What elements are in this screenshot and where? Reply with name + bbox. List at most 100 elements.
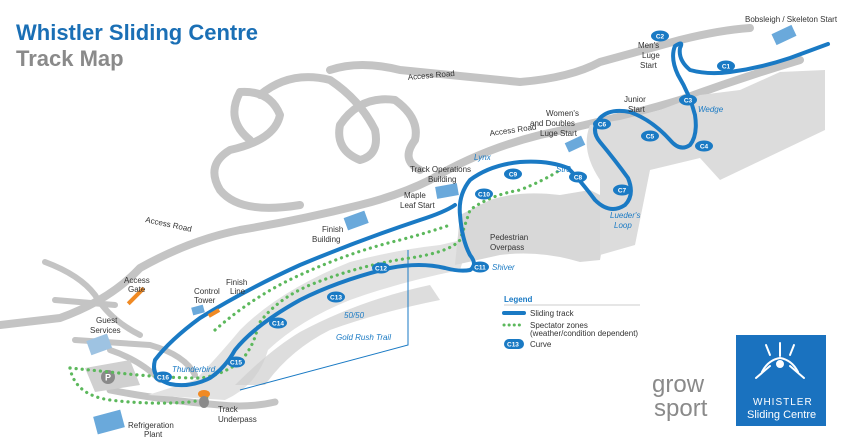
bobsleigh-start-building — [771, 24, 797, 46]
womens-start-building — [564, 135, 586, 153]
curve-badge-label: C8 — [574, 174, 583, 181]
label-control-1: Control — [194, 287, 220, 296]
curve-badge-c13 — [327, 291, 345, 303]
label-bobsleigh-start: Bobsleigh / Skeleton Start — [745, 15, 838, 24]
curve-badge-label: C1 — [722, 63, 731, 70]
label-junior-1: Junior — [624, 95, 646, 104]
spectator-zone-inner — [213, 223, 452, 332]
label-mens-luge-3: Start — [640, 61, 658, 70]
curve-name-str8: Str8 — [556, 165, 571, 174]
label-access-road-top: Access Road — [407, 69, 455, 82]
label-pedestrian-1: Pedestrian — [490, 233, 528, 242]
access-road-switchbacks — [210, 73, 424, 212]
label-womens-3: Luge Start — [540, 129, 578, 138]
curve-badge-label: C15 — [230, 359, 242, 366]
label-refrig-1: Refrigeration — [128, 421, 174, 430]
label-womens-2: and Doubles — [530, 119, 575, 128]
curve-badge-c9 — [504, 168, 522, 180]
curve-names: Wedge Lynx Str8 Lueder's Loop Shiver 50/… — [172, 105, 724, 374]
label-finish-line-2: Line — [230, 287, 246, 296]
track-operations-building — [435, 183, 459, 199]
map-title: Whistler Sliding Centre — [16, 20, 258, 45]
legend-spectator-label-1: Spectator zones — [530, 321, 588, 330]
access-road — [0, 56, 804, 329]
curve-badge-c8 — [569, 171, 587, 183]
label-access-gate-1: Access — [124, 276, 150, 285]
label-finish-building-2: Building — [312, 235, 340, 244]
curve-badge-c6 — [593, 118, 611, 130]
label-pedestrian-2: Overpass — [490, 243, 524, 252]
buildings — [86, 24, 797, 435]
whistler-sliding-centre-logo: WHISTLER Sliding Centre — [736, 335, 826, 426]
growsport-logo: grow sport — [652, 371, 708, 422]
legend-curve-label: Curve — [530, 340, 552, 349]
track-slab-shadow — [235, 285, 440, 385]
access-road-left — [42, 259, 198, 383]
curve-badge-c7 — [613, 184, 631, 196]
access-road-upper — [326, 24, 754, 86]
map-subtitle: Track Map — [16, 46, 124, 71]
curve-badge-c11 — [471, 261, 489, 273]
legend-curve-badge-text: C13 — [507, 342, 519, 349]
label-track-ops-2: Building — [428, 175, 456, 184]
curve-badge-label: C16 — [157, 374, 169, 381]
curve-badge-label: C9 — [509, 171, 518, 178]
curve-badge-label: C3 — [684, 97, 693, 104]
whistler-logo-word: WHISTLER — [753, 397, 813, 408]
parking-label: P — [105, 373, 111, 383]
label-guest-1: Guest — [96, 316, 118, 325]
curve-name-lynx: Lynx — [474, 153, 492, 162]
curve-badge-c2 — [651, 30, 669, 42]
label-maple-2: Leaf Start — [400, 201, 435, 210]
growsport-grow: grow — [652, 371, 705, 398]
curve-badge-c1 — [717, 60, 735, 72]
curve-badge-label: C6 — [598, 121, 607, 128]
curve-name-lueders-1: Lueder's — [610, 211, 640, 220]
legend-curve-badge — [504, 339, 524, 349]
label-finish-line-1: Finish — [226, 278, 247, 287]
curve-badge-c14 — [269, 317, 287, 329]
access-gate-marker — [126, 286, 146, 306]
curve-name-gold-rush: Gold Rush Trail — [336, 333, 391, 342]
label-track-underpass-1: Track — [218, 405, 239, 414]
legend-title: Legend — [504, 295, 533, 304]
label-mens-luge-2: Luge — [642, 51, 660, 60]
curve-name-shiver: Shiver — [492, 263, 515, 272]
label-guest-2: Services — [90, 326, 121, 335]
guest-services-building — [86, 333, 113, 356]
growsport-sport: sport — [654, 395, 708, 422]
curve-badge-label: C5 — [646, 133, 655, 140]
access-roads — [0, 24, 804, 410]
label-finish-building-1: Finish — [322, 225, 343, 234]
curve-badge-label: C12 — [375, 265, 387, 272]
label-mens-luge-1: Men's — [638, 41, 659, 50]
curve-badge-label: C4 — [700, 143, 709, 150]
finish-line-marker — [207, 308, 221, 318]
legend: Legend Sliding track Spectator zones (we… — [502, 295, 640, 349]
curve-name-fifty: 50/50 — [344, 311, 365, 320]
refrigeration-plant-building — [93, 409, 125, 435]
label-refrig-2: Plant — [144, 430, 163, 439]
curve-name-thunderbird: Thunderbird — [172, 365, 216, 374]
label-access-road-left: Access Road — [145, 215, 193, 234]
curve-badge-label: C10 — [478, 191, 490, 198]
parking: P — [85, 360, 140, 392]
label-control-2: Tower — [194, 296, 216, 305]
gold-rush-trail-line — [239, 250, 409, 391]
curve-badge-c12 — [372, 262, 390, 274]
curve-name-wedge: Wedge — [698, 105, 724, 114]
whistler-logo-sliding-centre: Sliding Centre — [747, 409, 816, 421]
control-tower-building — [191, 304, 205, 316]
curve-name-lueders-2: Loop — [614, 221, 632, 230]
legend-track-label: Sliding track — [530, 309, 575, 318]
track-underpass-tunnel — [199, 396, 209, 408]
track-slab-mid — [455, 190, 610, 265]
curve-badge-c10 — [475, 188, 493, 200]
curve-badge-label: C11 — [474, 264, 486, 271]
curve-badge-c4 — [695, 140, 713, 152]
label-track-ops-1: Track Operations — [410, 165, 471, 174]
legend-spectator-label-2: (weather/condition dependent) — [530, 329, 638, 338]
curve-badge-label: C14 — [272, 320, 284, 327]
